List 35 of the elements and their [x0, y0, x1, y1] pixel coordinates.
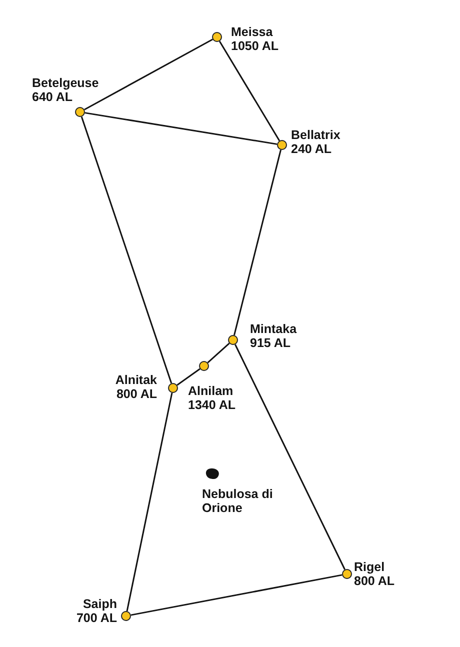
- star-dot: [342, 569, 352, 579]
- constellation-line: [84, 112, 278, 145]
- distance-label: 700 AL: [76, 611, 117, 625]
- star-name: Rigel: [354, 560, 385, 574]
- distance-label: 1050 AL: [231, 39, 278, 53]
- constellation-line: [84, 38, 213, 110]
- constellation-line: [234, 344, 346, 570]
- distance-label: 240 AL: [291, 142, 332, 156]
- constellation-line: [234, 150, 282, 336]
- constellation-line: [130, 574, 342, 616]
- star-name: Betelgeuse: [32, 76, 99, 90]
- star-name: Mintaka: [250, 322, 297, 336]
- nebula-label: Nebulosa di Orione: [202, 487, 274, 515]
- constellation-line: [176, 368, 200, 386]
- star-dot: [212, 32, 222, 42]
- constellation-line: [207, 342, 230, 364]
- star-name: Meissa: [231, 25, 273, 39]
- star-name: Bellatrix: [291, 128, 340, 142]
- distance-label: 1340 AL: [188, 398, 236, 412]
- star-name: Alnilam: [188, 384, 234, 398]
- constellation-line: [80, 116, 172, 384]
- distance-label: 640 AL: [32, 90, 73, 104]
- constellation-line: [126, 392, 173, 612]
- star-dot: [199, 361, 209, 371]
- star-dot: [121, 611, 131, 621]
- star-name: Alnitak: [115, 373, 157, 387]
- star-dot: [228, 335, 238, 345]
- distance-label: 915 AL: [250, 336, 291, 350]
- constellation-line: [218, 40, 280, 142]
- distance-label: 800 AL: [116, 387, 157, 401]
- star-name: Saiph: [82, 597, 117, 611]
- star-dot: [277, 140, 287, 150]
- star-dot: [75, 107, 85, 117]
- distance-label: 800 AL: [354, 574, 395, 588]
- star-dot: [168, 383, 178, 393]
